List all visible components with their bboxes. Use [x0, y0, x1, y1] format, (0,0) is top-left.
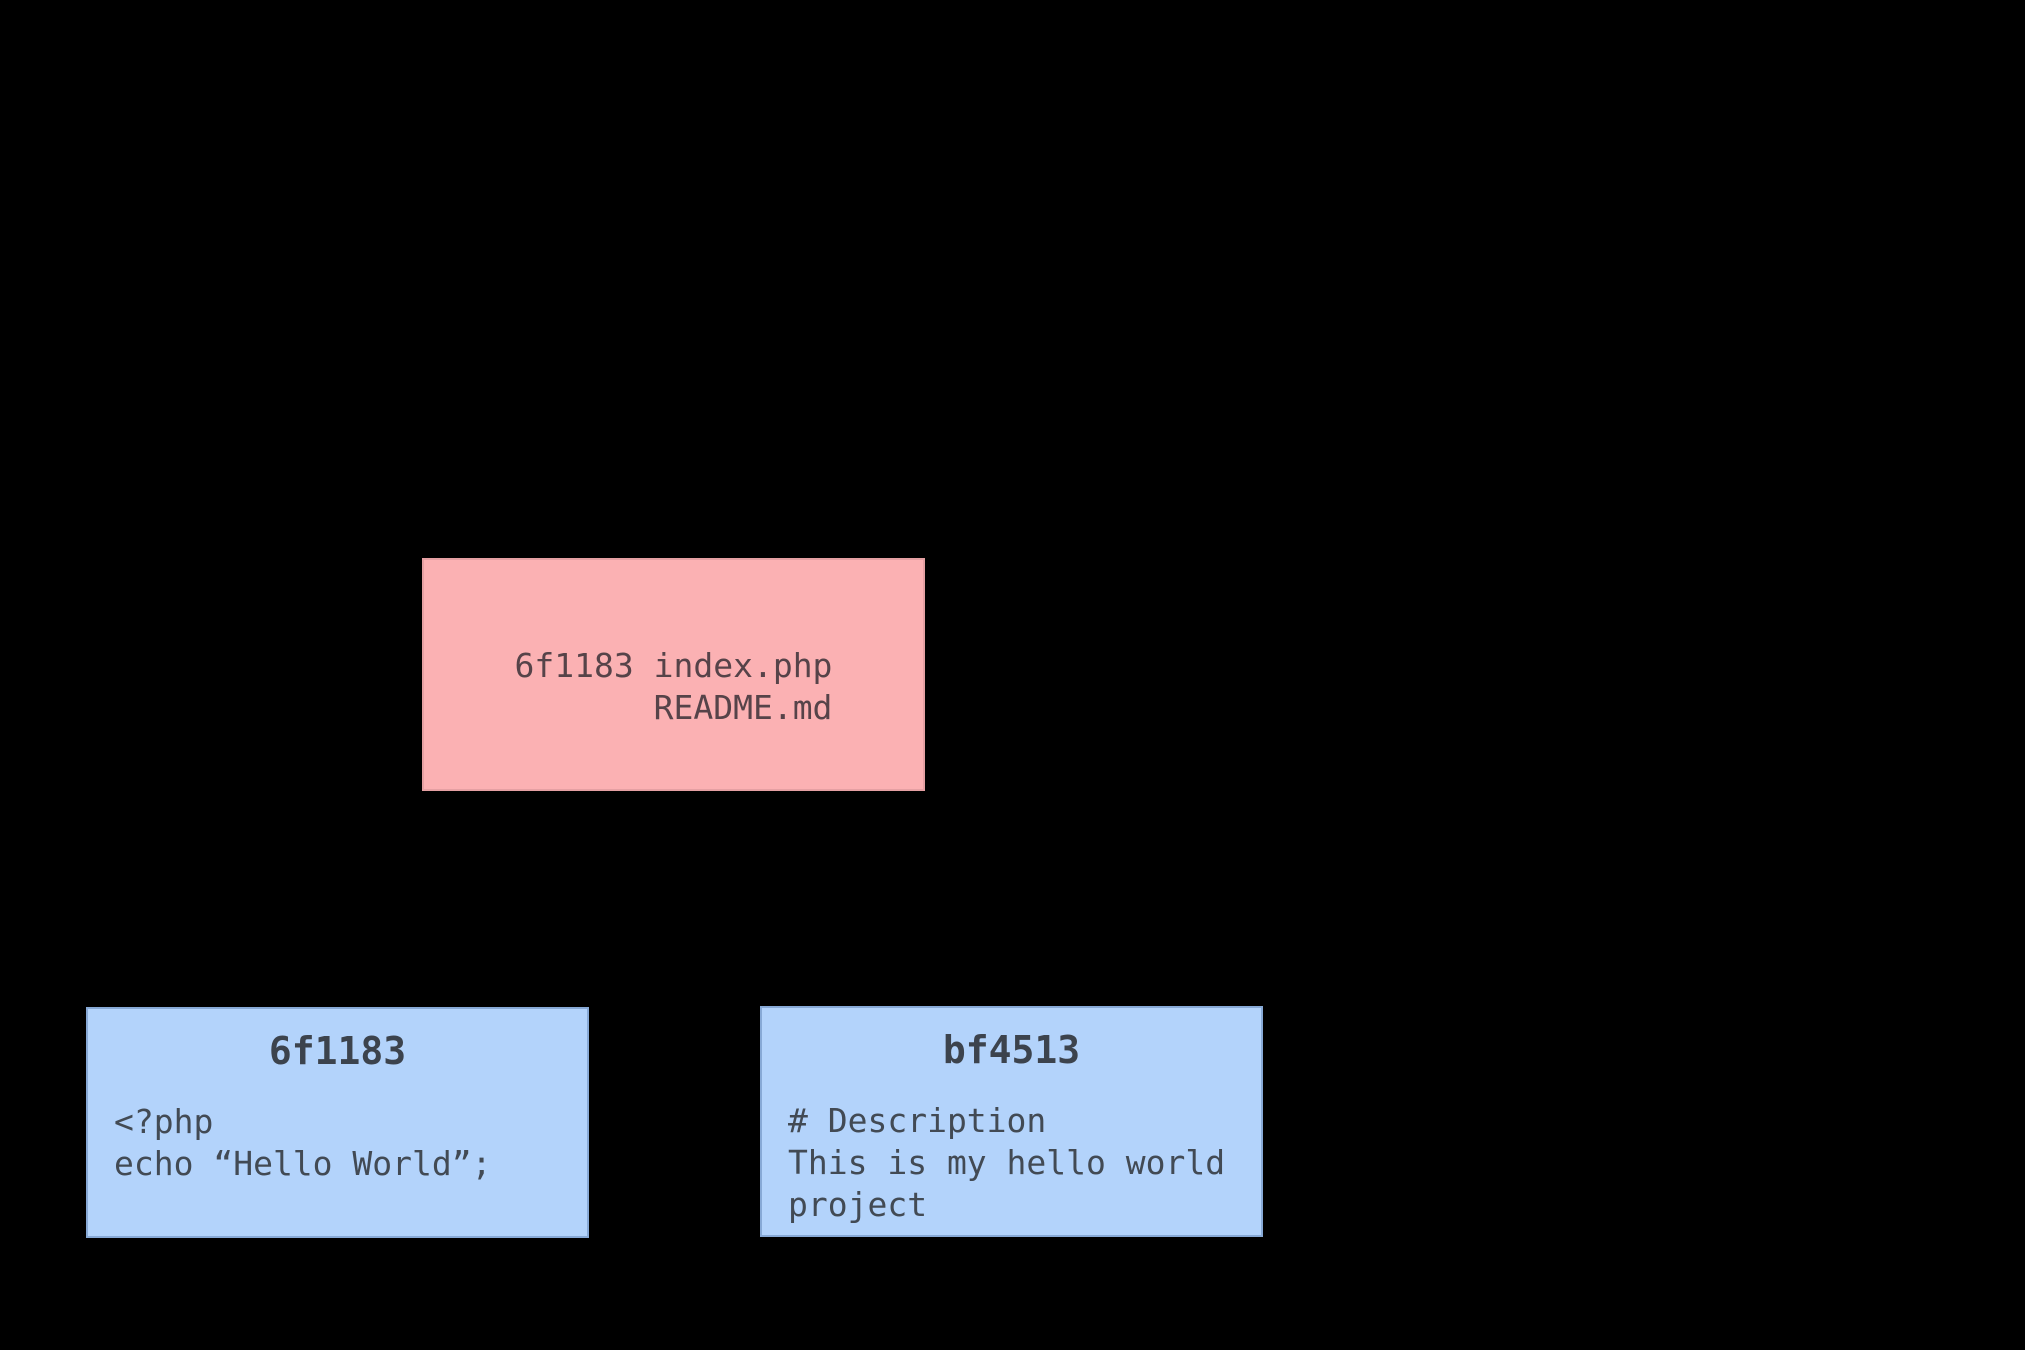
tree-entry-readme-md: README.md: [514, 688, 833, 727]
blob-content-line: <?php: [114, 1102, 214, 1141]
blob-content-line: project: [788, 1185, 928, 1224]
blob-content: # Description This is my hello world pro…: [762, 1100, 1261, 1226]
blob-content-line: This is my hello world: [788, 1143, 1226, 1182]
blob-hash-title: bf4513: [942, 1028, 1081, 1072]
blob-content: <?php echo “Hello World”;: [88, 1101, 587, 1185]
blob-hash-title: 6f1183: [268, 1029, 407, 1073]
tree-object-node: 6f1183 index.php README.md: [422, 558, 925, 791]
blob-content-line: echo “Hello World”;: [114, 1144, 492, 1183]
blob-object-node-6f1183: 6f1183 <?php echo “Hello World”;: [86, 1007, 589, 1238]
tree-entries: 6f1183 index.php README.md: [515, 645, 833, 729]
blob-content-line: # Description: [788, 1101, 1047, 1140]
tree-entry-index-php: 6f1183 index.php: [514, 646, 833, 685]
blob-object-node-bf4513: bf4513 # Description This is my hello wo…: [760, 1006, 1263, 1237]
